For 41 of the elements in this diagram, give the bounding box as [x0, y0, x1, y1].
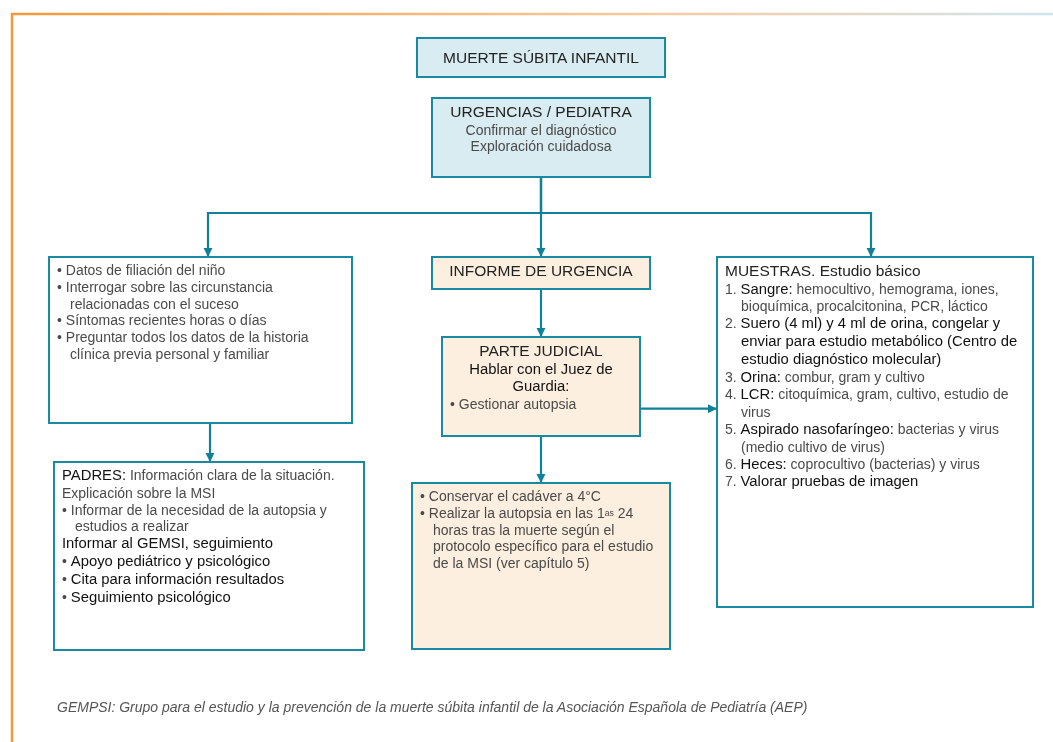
list-item: 5. Aspirado nasofaríngeo: bacterias y virus (medio cultivo de virus) [725, 421, 1000, 456]
list-item: 7. Valorar pruebas de imagen [725, 473, 920, 492]
info-box [48, 256, 353, 424]
process-box [431, 97, 651, 178]
list-item: 3. Orina: combur, gram y cultivo [725, 368, 926, 387]
box-text: Informar al GEMSI, seguimiento [62, 535, 274, 553]
info-box [411, 482, 671, 650]
caption: GEMPSI: Grupo para el estudio y la prevención de la muerte súbita infantil de la Asociación Española de Pediatría (AEP) [57, 699, 808, 715]
list-box [716, 256, 1034, 608]
bullet-item: • Datos de filiación del niño [57, 262, 227, 279]
list-item: 1. Sangre: hemocultivo, hemograma, iones, bioquímica, procalcitonina, PCR, láctico [725, 280, 1000, 316]
box-text: Exploración cuidadosa [469, 138, 613, 156]
bullet-item: • Síntomas recientes horas o días [57, 312, 268, 330]
box-text: PADRES: Información clara de la situación. Explicación sobre la MSI [62, 467, 336, 502]
list-item: 2. Suero (4 ml) y 4 ml de orina, congelar y enviar para estudio metabólico (Centro de estudio diagnóstico molecular) [725, 315, 1019, 369]
bullet-item: • Preguntar todos los datos de la historia clínica previa personal y familiar [57, 329, 310, 363]
bullet-item: • Informar de la necesidad de la autopsia y estudios a realizar [62, 501, 328, 536]
bullet-item: • Seguimiento psicológico [62, 588, 232, 607]
process-box [431, 256, 651, 290]
box-heading: MUESTRAS. Estudio básico [725, 262, 922, 281]
box-heading: INFORME DE URGENCIA [448, 262, 634, 281]
bullet-item: • Conservar el cadáver a 4°C [420, 488, 602, 505]
box-heading: PARTE JUDICIAL [478, 342, 604, 361]
title-box [416, 37, 666, 78]
bullet-item: • Apoyo pediátrico y psicológico [62, 553, 272, 571]
bullet-item: • Realizar la autopsia en las 1$^{as}$ 24 horas tras la muerte según el protocolo específico para el estudio de la MSI (ver capítulo 5) [420, 504, 655, 572]
list-item: 6. Heces: coprocultivo (bacterias) y virus [725, 455, 981, 474]
info-box [53, 461, 365, 651]
arrow [536, 437, 546, 483]
arrow [536, 290, 546, 337]
box-text: Confirmar el diagnóstico [464, 121, 618, 139]
box-heading: MUERTE SÚBITA INFANTIL [442, 49, 640, 68]
bullet-item: • Gestionar autopsia [450, 396, 578, 413]
box-text: Hablar con el Juez de Guardia: [468, 360, 614, 397]
bullet-item: • Interrogar sobre las circunstancia relacionadas con el suceso [57, 278, 274, 313]
arrow [205, 424, 215, 462]
box-heading: URGENCIAS / PEDIATRA [449, 103, 633, 122]
bullet-item: • Cita para información resultados [62, 570, 286, 589]
process-box [441, 336, 641, 437]
arrow [641, 404, 717, 414]
arrow [539, 178, 876, 257]
